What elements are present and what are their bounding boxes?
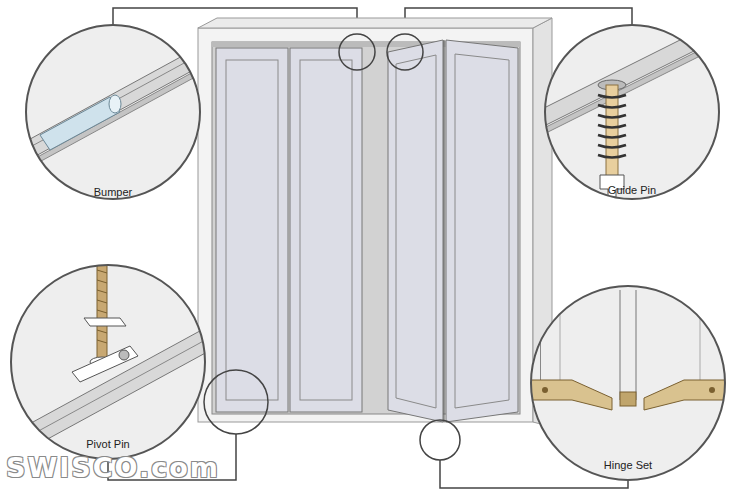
part-label: Hinge Set bbox=[532, 459, 724, 471]
part-label: Guide Pin bbox=[546, 184, 718, 196]
watermark: SWISCO.com bbox=[6, 452, 220, 483]
part-name: Guide Pin bbox=[608, 184, 656, 196]
part-label: Pivot Pin bbox=[12, 438, 204, 450]
door-frame bbox=[198, 18, 552, 427]
hinge-set-detail bbox=[530, 290, 726, 410]
callout-circle: Bumper bbox=[25, 24, 201, 200]
right-door-panels bbox=[388, 40, 518, 422]
left-door-panels bbox=[216, 48, 362, 412]
part-name: Bumper bbox=[94, 186, 133, 198]
part-name: Hinge Set bbox=[604, 459, 652, 471]
part-label: Bumper bbox=[27, 186, 199, 198]
focus-circles bbox=[204, 34, 460, 460]
callout-circle: Guide Pin bbox=[544, 24, 720, 200]
pivot-pin-detail bbox=[0, 262, 220, 465]
guide-pin-detail bbox=[520, 10, 740, 197]
callout-circle: Pivot Pin bbox=[10, 264, 206, 460]
part-name: Pivot Pin bbox=[86, 438, 129, 450]
bumper-detail bbox=[10, 30, 230, 178]
callout-circle: Hinge Set bbox=[530, 285, 726, 481]
